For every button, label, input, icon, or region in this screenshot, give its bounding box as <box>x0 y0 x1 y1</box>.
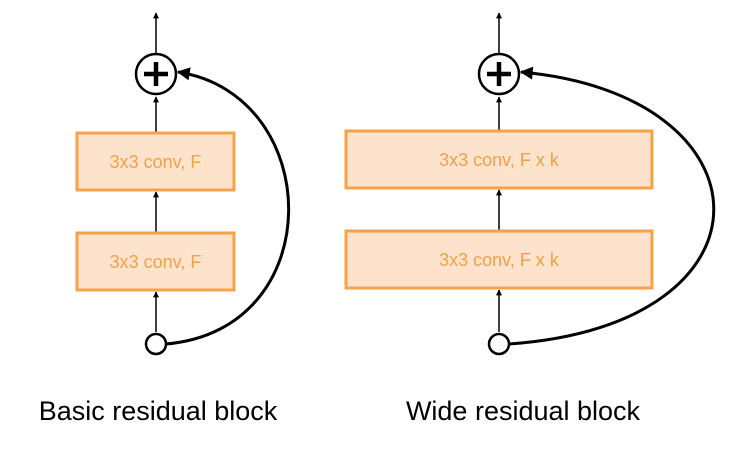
block-caption: Basic residual block <box>39 396 278 426</box>
conv-layer-label: 3x3 conv, F x k <box>439 250 560 270</box>
conv-layer-label: 3x3 conv, F x k <box>439 150 560 170</box>
block-caption: Wide residual block <box>406 396 641 426</box>
circle-icon <box>487 332 511 356</box>
conv-layer-label: 3x3 conv, F <box>110 252 202 272</box>
conv-layer-bottom: 3x3 conv, F <box>75 231 236 292</box>
wide-residual-block: 3x3 conv, F x k 3x3 conv, F x k Wide res… <box>344 12 716 426</box>
conv-layer-bottom: 3x3 conv, F x k <box>344 229 654 290</box>
conv-layer-label: 3x3 conv, F <box>110 152 202 172</box>
plus-circle-icon <box>134 52 178 96</box>
plus-circle-icon <box>477 52 521 96</box>
circle-icon <box>144 332 168 356</box>
conv-layer-top: 3x3 conv, F x k <box>344 129 654 190</box>
skip-connection <box>165 67 291 346</box>
skip-connection <box>508 66 716 346</box>
basic-residual-block: 3x3 conv, F 3x3 conv, F Basic residual b… <box>39 12 291 426</box>
conv-layer-top: 3x3 conv, F <box>75 131 236 192</box>
